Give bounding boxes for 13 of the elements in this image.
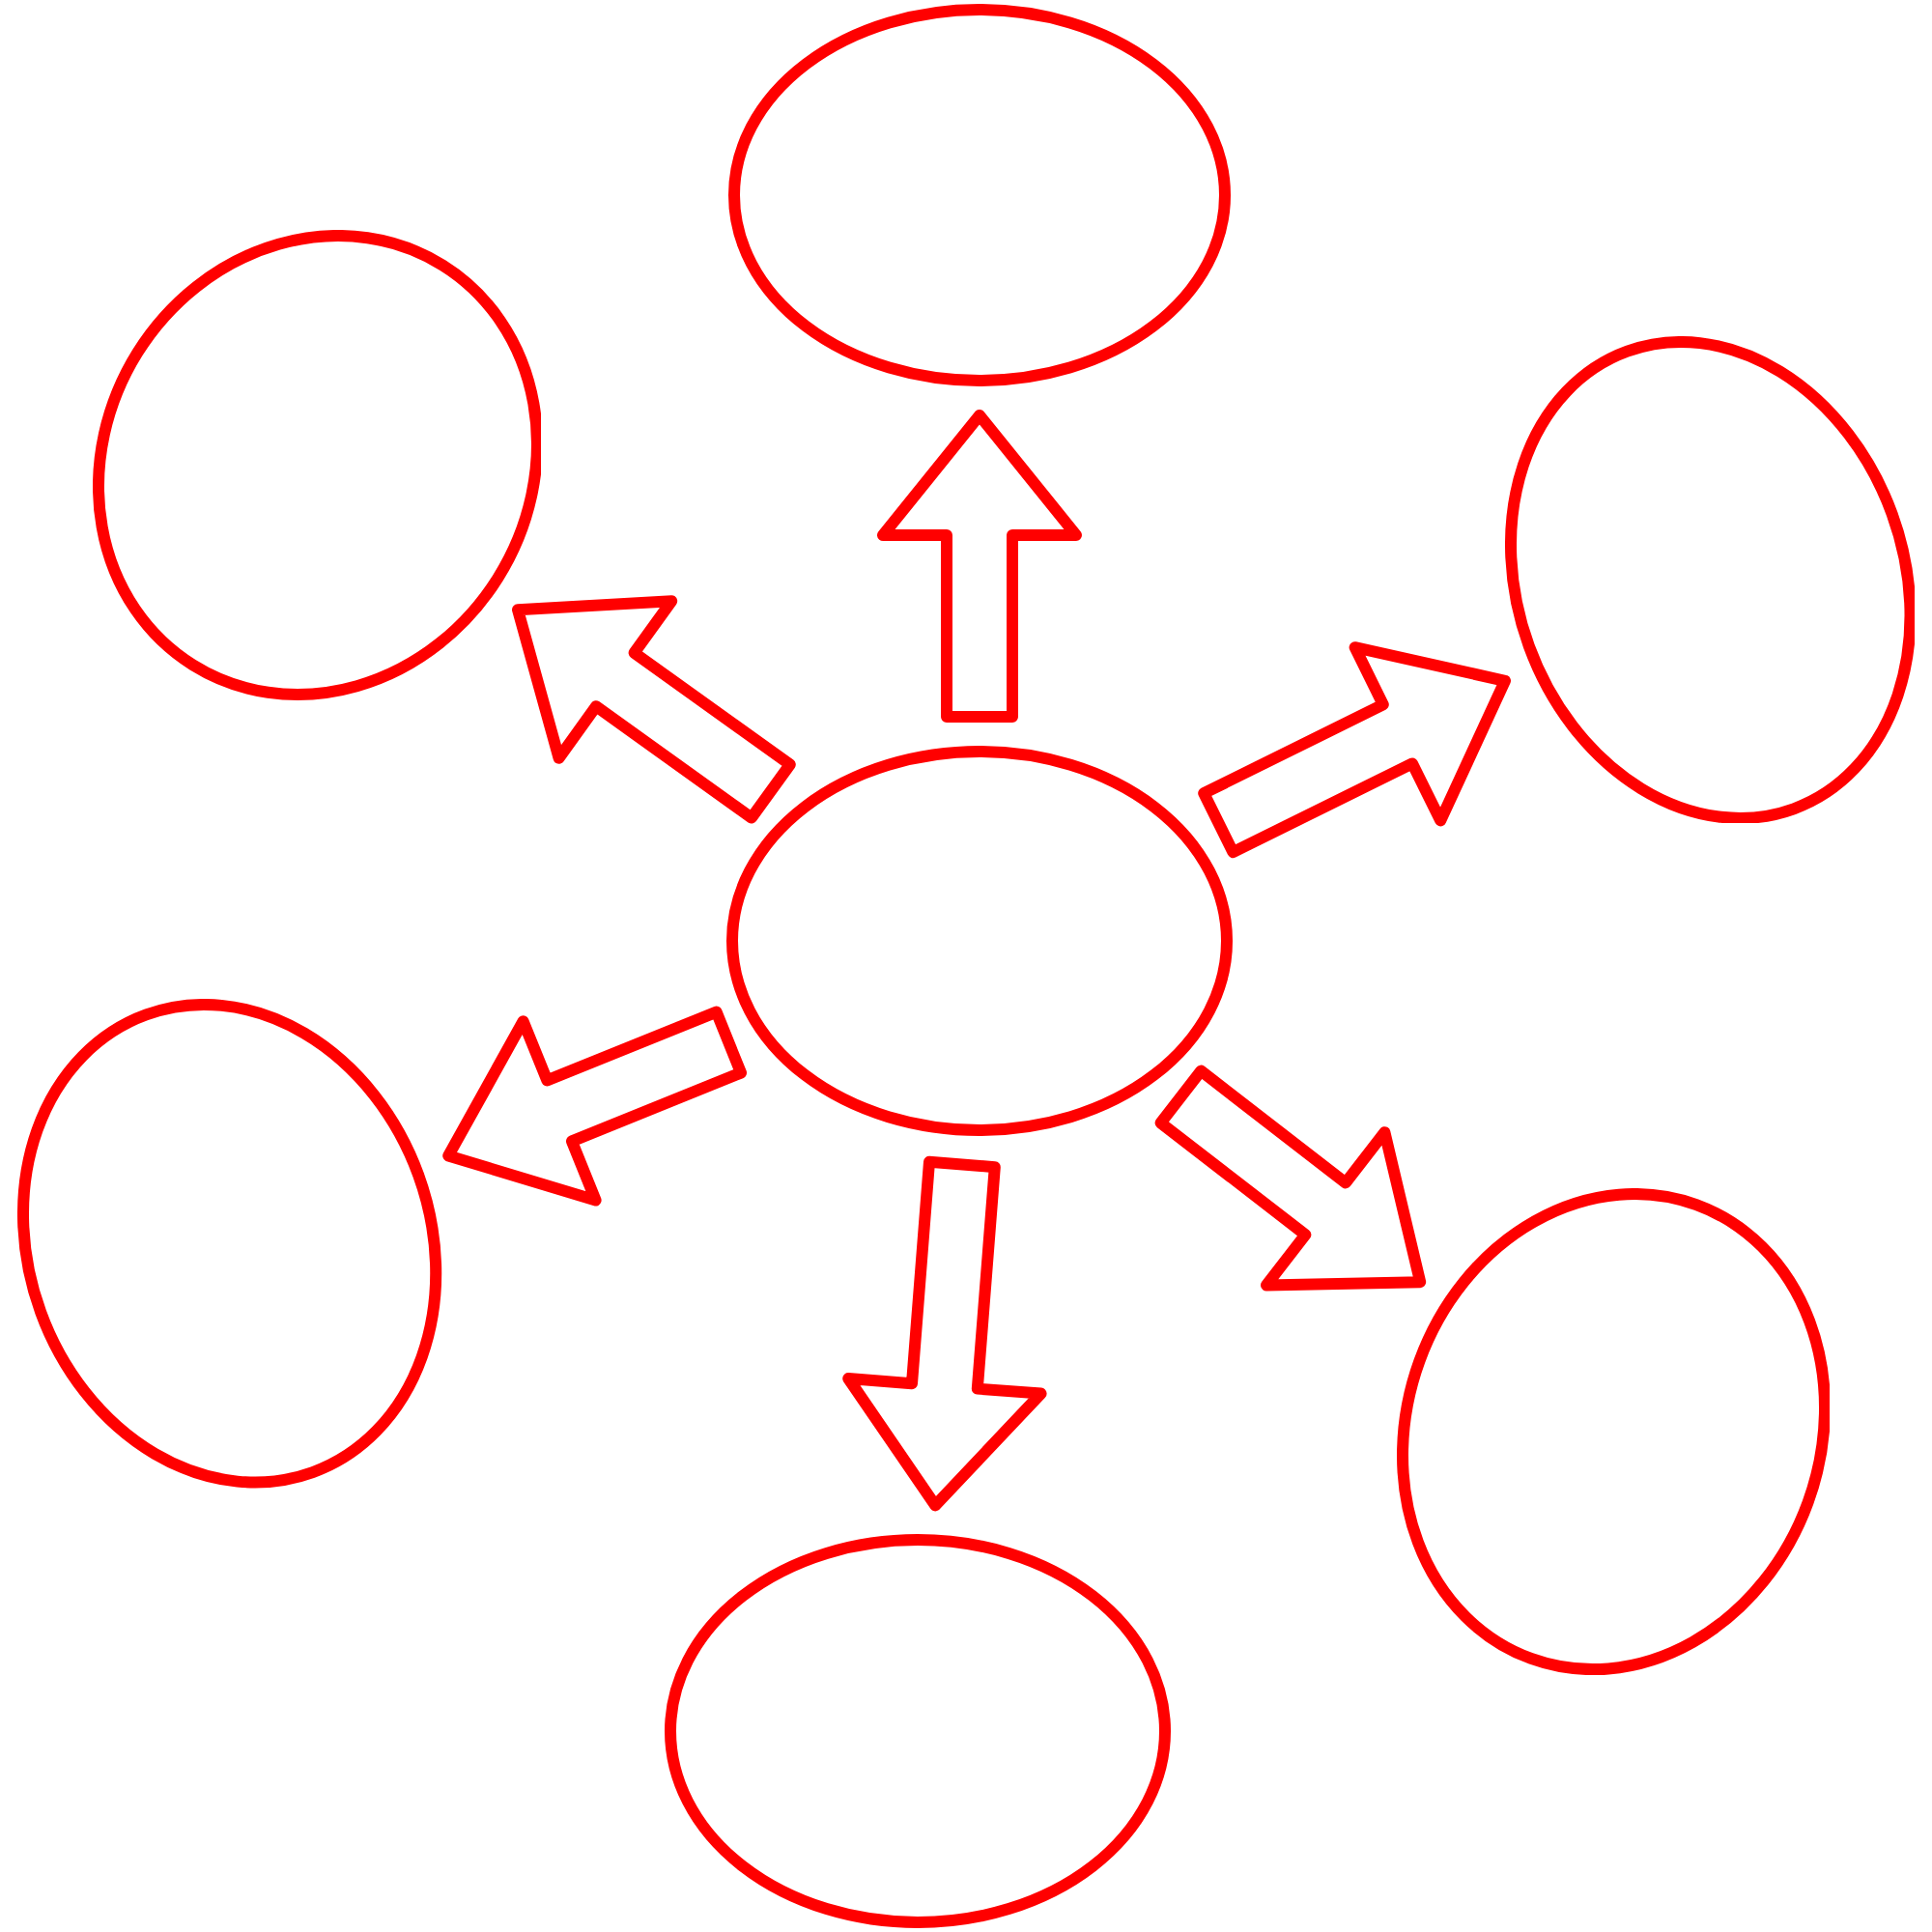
block-arrow [442,1006,747,1207]
empty-ellipse [726,746,1233,1136]
block-arrow [1154,1065,1427,1292]
block-arrow [842,1155,1047,1512]
block-arrow [512,595,796,824]
empty-ellipse [728,4,1231,386]
empty-ellipse [1504,335,1916,824]
empty-ellipse [1396,1187,1831,1676]
block-arrow [1198,641,1511,859]
block-arrow [877,410,1082,723]
empty-ellipse [17,999,442,1490]
empty-ellipse [92,230,542,701]
empty-ellipse [665,1534,1171,1928]
